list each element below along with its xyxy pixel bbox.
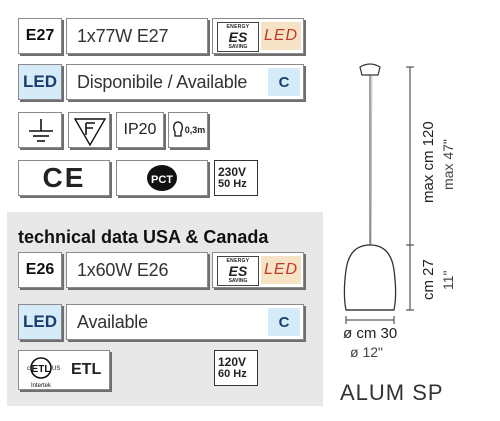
- frequency-usa-value: 60 Hz: [218, 368, 247, 380]
- energy-label-mid: ES: [228, 29, 248, 45]
- voltage-eu-value: 230V: [218, 165, 247, 179]
- energy-class-eu: C: [268, 68, 300, 96]
- etl-logo-icon: ETL c US Intertek: [27, 357, 60, 389]
- svg-text:ETL: ETL: [32, 364, 51, 375]
- pct-mark: PCT: [116, 160, 208, 196]
- led-tag-eu: LED: [261, 22, 301, 50]
- led-tag-usa: LED: [261, 256, 301, 284]
- lamp-distance-icon: 0,3m: [168, 112, 208, 148]
- voltage-eu: 230V 50 Hz: [214, 160, 258, 196]
- energy-label-bot-usa: SAVING: [228, 278, 248, 284]
- energy-saving-icon-usa: ENERGY ES SAVING: [217, 256, 259, 286]
- energy-saving-icon: ENERGY ES SAVING: [217, 22, 259, 52]
- lamp-drawing: [343, 63, 414, 324]
- energy-label-top: ENERGY: [226, 24, 250, 30]
- svg-text:Intertek: Intertek: [31, 383, 52, 389]
- ground-icon: [18, 112, 62, 148]
- led-code-usa: LED: [18, 304, 62, 340]
- voltage-usa: 120V 60 Hz: [214, 350, 258, 386]
- energy-class-usa: C: [268, 308, 300, 336]
- diameter-cm-label: ø cm 30: [343, 325, 398, 342]
- energy-label-mid-usa: ES: [228, 263, 248, 279]
- etl-cert: ETL c US Intertek ETL: [18, 350, 110, 390]
- socket-code-eu: E27: [18, 18, 62, 54]
- height-in-label: max 47": [440, 139, 456, 190]
- energy-label-bot: SAVING: [228, 44, 248, 50]
- shade-cm-label: cm 27: [420, 259, 437, 300]
- usa-section-title: technical data USA & Canada: [18, 227, 269, 247]
- ce-mark-text: CE: [42, 162, 86, 193]
- bulb-spec-eu: 1x77W E27: [66, 18, 208, 54]
- ce-mark: CE: [18, 160, 110, 196]
- availability-usa: Available: [66, 304, 304, 340]
- svg-text:c: c: [27, 366, 30, 372]
- ip-rating: IP20: [116, 112, 164, 148]
- ip-rating-text: IP20: [123, 121, 157, 138]
- led-code-eu: LED: [18, 64, 62, 100]
- etl-text: ETL: [71, 361, 102, 378]
- svg-text:PCT: PCT: [151, 174, 173, 186]
- lamp-distance-text: 0,3m: [184, 125, 206, 135]
- diameter-in-label: ø 12": [350, 344, 383, 360]
- product-name: ALUM SP: [340, 380, 444, 405]
- availability-eu: Disponibile / Available: [66, 64, 304, 100]
- pct-icon: PCT: [147, 165, 177, 191]
- f-mark-icon: [68, 112, 110, 148]
- shade-in-label: 11": [440, 270, 456, 290]
- bulb-spec-usa: 1x60W E26: [66, 252, 208, 288]
- svg-text:US: US: [52, 366, 60, 372]
- frequency-eu-value: 50 Hz: [218, 178, 247, 190]
- voltage-usa-value: 120V: [218, 355, 247, 369]
- socket-code-usa: E26: [18, 252, 62, 288]
- energy-label-top-usa: ENERGY: [226, 258, 250, 264]
- height-cm-label: max cm 120: [420, 121, 437, 203]
